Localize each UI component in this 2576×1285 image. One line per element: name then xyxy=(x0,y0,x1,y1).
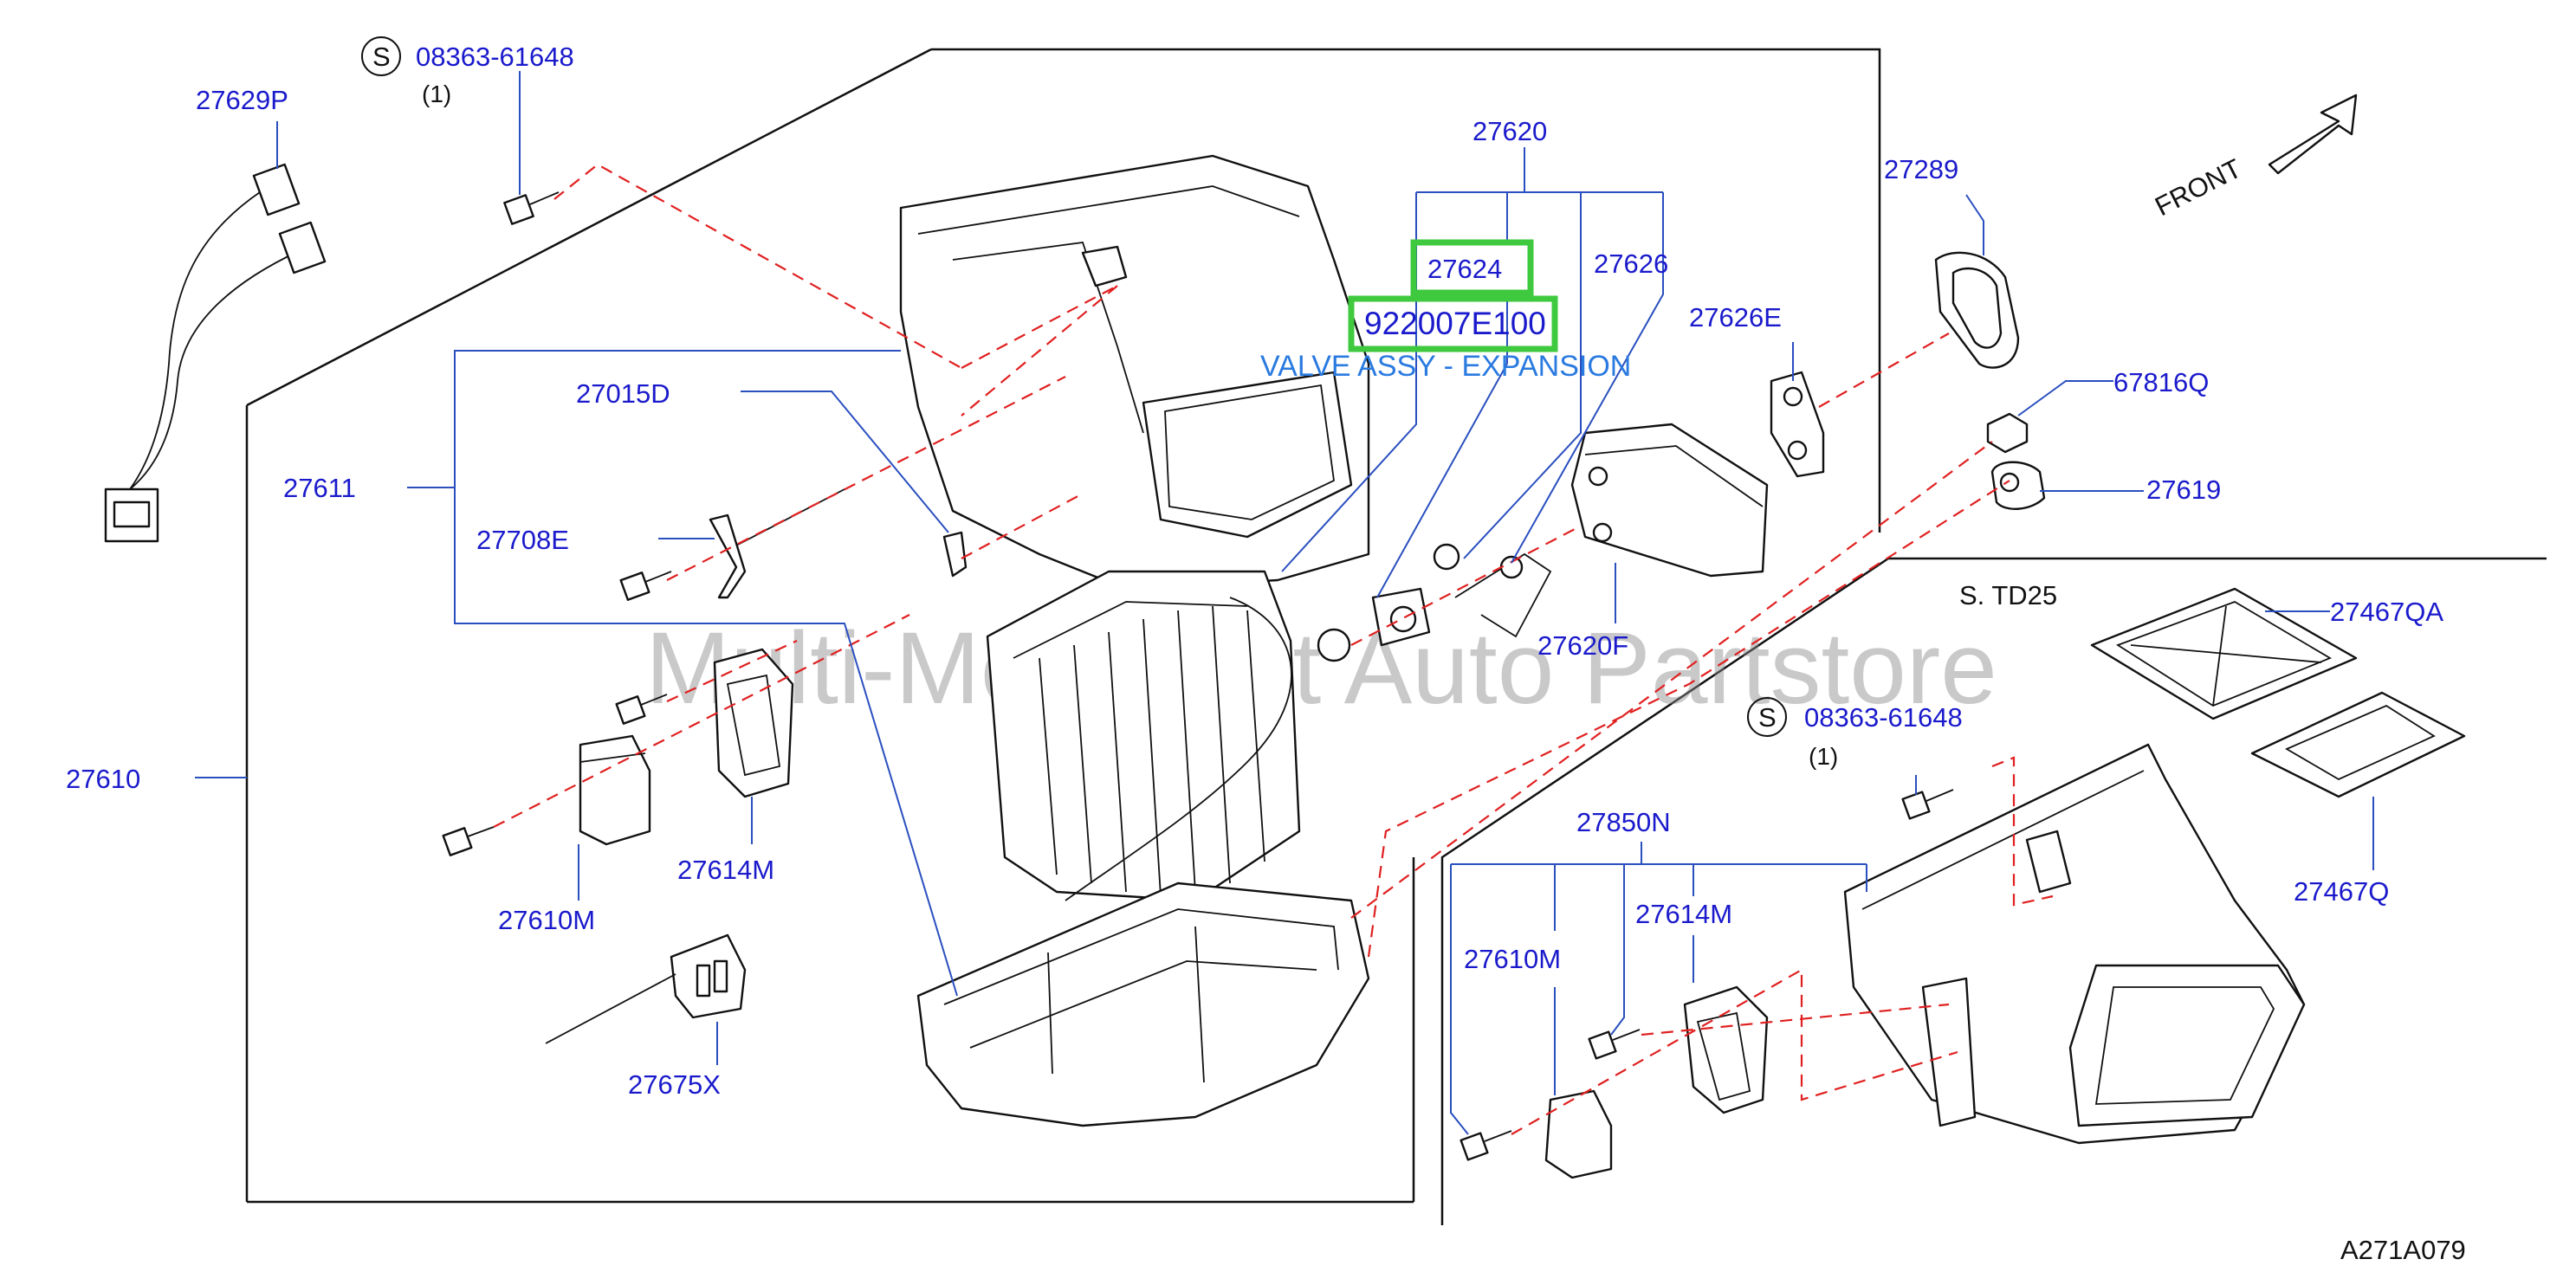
part-27467QA[interactable]: 27467QA xyxy=(2330,597,2443,627)
part-08363-61648-upper[interactable]: 08363-61648 xyxy=(416,42,574,72)
highlight-27624 xyxy=(1410,239,1534,296)
part-27708E[interactable]: 27708E xyxy=(476,525,569,555)
part-27614M[interactable]: 27614M xyxy=(677,855,774,885)
part-27626E[interactable]: 27626E xyxy=(1689,302,1782,333)
part-08363-61648-lower[interactable]: 08363-61648 xyxy=(1804,702,1963,733)
watermark-text: Multi-Merchant Auto Partstore xyxy=(645,611,1997,726)
harness-27629P xyxy=(104,163,327,543)
grommet-27289 xyxy=(1934,251,2020,369)
screw-08363-lower xyxy=(1901,789,1954,820)
resistor-27614M-lower xyxy=(1588,985,1769,1114)
nut-67816Q xyxy=(1986,412,2029,454)
s-symbol-upper: S xyxy=(361,36,401,76)
intake-housing-TD25 xyxy=(1843,743,2306,1145)
filter-27467Q xyxy=(2250,691,2466,798)
highlight-922007E100 xyxy=(1348,295,1558,352)
part-67816Q[interactable]: 67816Q xyxy=(2113,367,2209,397)
evaporator-lower-case xyxy=(916,881,1370,1127)
insulator-27626 xyxy=(1570,423,1769,578)
diagram-frames xyxy=(245,48,2547,1225)
expansion-valve xyxy=(1317,543,1460,662)
s-symbol-upper-label: S xyxy=(372,42,391,72)
assembly-dashed-lines xyxy=(493,163,2054,1135)
part-27629P[interactable]: 27629P xyxy=(196,85,288,115)
front-label: FRONT xyxy=(2150,153,2246,223)
labels: S 08363-61648 (1) 27629P 27620 27624 922… xyxy=(66,36,2466,1265)
qty-upper: (1) xyxy=(422,81,451,107)
part-27610[interactable]: 27610 xyxy=(66,764,140,794)
part-27626[interactable]: 27626 xyxy=(1594,249,1668,279)
part-27620[interactable]: 27620 xyxy=(1472,116,1547,146)
part-27610M[interactable]: 27610M xyxy=(498,905,595,935)
qty-lower: (1) xyxy=(1809,743,1838,770)
part-922007E100[interactable]: 922007E100 xyxy=(1364,306,1546,341)
evaporator-upper-case xyxy=(899,154,1370,591)
bulb-27619 xyxy=(1990,461,2046,510)
part-description-valve: VALVE ASSY - EXPANSION xyxy=(1260,350,1631,383)
actuator-27610M xyxy=(442,734,651,856)
diagram-code: A271A079 xyxy=(2340,1235,2466,1265)
part-27850N[interactable]: 27850N xyxy=(1576,807,1671,837)
actuator-27610M-lower xyxy=(1460,1089,1613,1179)
part-27620F[interactable]: 27620F xyxy=(1537,630,1628,661)
sensor-27708E xyxy=(619,488,845,601)
part-27614M-lower[interactable]: 27614M xyxy=(1635,899,1732,929)
filter-frame-27467QA xyxy=(2090,587,2358,720)
sensor-27675X xyxy=(545,933,747,1044)
part-27610M-lower[interactable]: 27610M xyxy=(1464,944,1561,974)
s-symbol-lower-label: S xyxy=(1758,702,1777,733)
resistor-27614M xyxy=(615,648,794,798)
variant-label: S. TD25 xyxy=(1959,580,2057,610)
grommet-27626E xyxy=(1770,371,1825,478)
part-27611[interactable]: 27611 xyxy=(283,473,356,503)
part-27675X[interactable]: 27675X xyxy=(628,1069,721,1100)
front-arrow-icon xyxy=(2268,94,2358,175)
part-27289[interactable]: 27289 xyxy=(1884,154,1958,184)
part-27619[interactable]: 27619 xyxy=(2146,475,2221,505)
clip-27015D xyxy=(942,531,968,578)
part-27467Q[interactable]: 27467Q xyxy=(2294,876,2389,907)
part-27015D[interactable]: 27015D xyxy=(576,378,670,409)
part-27624[interactable]: 27624 xyxy=(1427,254,1502,284)
leader-lines xyxy=(195,71,2374,1135)
s-symbol-lower: S xyxy=(1747,697,1787,737)
screw-08363-upper xyxy=(503,191,560,225)
evaporator-core xyxy=(986,570,1301,902)
